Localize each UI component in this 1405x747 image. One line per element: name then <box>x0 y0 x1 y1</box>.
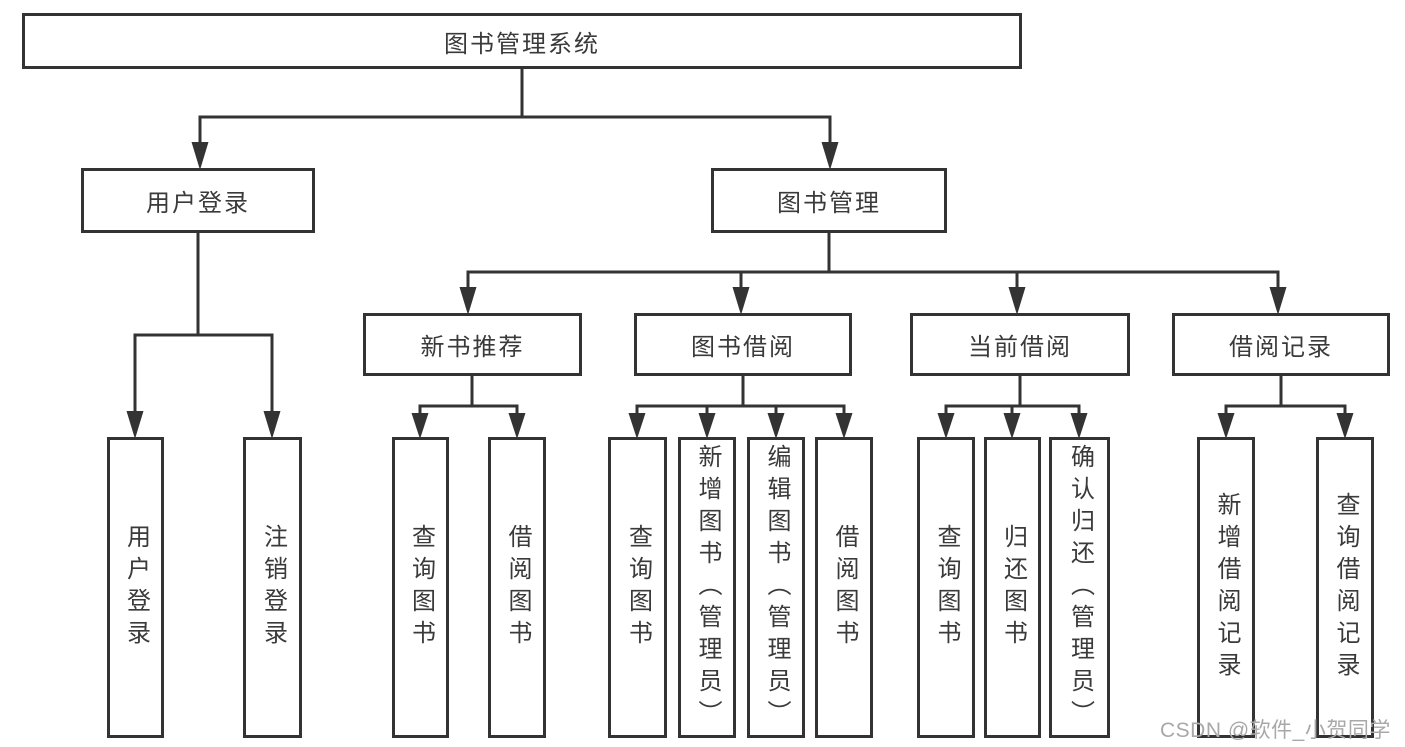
leaf-cb-return-book: 归还图书 <box>984 437 1041 738</box>
arrowhead-icon <box>937 413 955 439</box>
connector-user-login-children <box>126 230 281 439</box>
arrowhead-icon <box>698 413 716 439</box>
leaf-cb-query-book-label: 查询图书 <box>933 523 960 652</box>
connector-book-borrow-children <box>628 374 853 439</box>
leaf-br-add-record: 新增借阅记录 <box>1197 437 1255 738</box>
arrowhead-icon <box>1269 287 1287 315</box>
arrowhead-icon <box>191 142 209 170</box>
arrowhead-icon <box>508 413 526 439</box>
leaf-cb-return-book-label: 归还图书 <box>999 523 1027 652</box>
node-borrow-record: 借阅记录 <box>1172 313 1390 376</box>
arrowhead-icon <box>126 411 144 439</box>
leaf-nbr-query-book-label: 查询图书 <box>407 523 435 652</box>
arrowhead-icon <box>1070 413 1088 439</box>
arrowhead-icon <box>1003 413 1021 439</box>
leaf-bb-borrow-book-label: 借阅图书 <box>831 523 858 652</box>
arrowhead-icon <box>1217 413 1235 439</box>
leaf-cb-confirm-return-admin-label: 确认归还（管理员） <box>1066 443 1094 732</box>
node-book-borrow-label: 图书借阅 <box>691 334 795 361</box>
leaf-bb-edit-book-admin: 编辑图书（管理员） <box>747 437 805 738</box>
leaf-logout-label: 注销登录 <box>259 523 287 652</box>
leaf-bb-borrow-book: 借阅图书 <box>815 437 873 738</box>
node-book-borrow: 图书借阅 <box>634 313 852 376</box>
leaf-br-query-record-label: 查询借阅记录 <box>1332 491 1359 684</box>
leaf-nbr-borrow-book-label: 借阅图书 <box>504 523 531 652</box>
watermark: CSDN @软件_小贺同学 <box>1160 719 1391 742</box>
leaf-nbr-query-book: 查询图书 <box>392 437 449 738</box>
leaf-bb-edit-book-admin-label: 编辑图书（管理员） <box>763 443 790 732</box>
leaf-br-query-record: 查询借阅记录 <box>1316 437 1374 738</box>
node-root: 图书管理系统 <box>22 13 1022 69</box>
arrowhead-icon <box>767 413 785 439</box>
arrowhead-icon <box>459 287 477 315</box>
node-current-borrow: 当前借阅 <box>910 313 1130 376</box>
leaf-logout: 注销登录 <box>243 437 302 738</box>
leaf-bb-query-book-label: 查询图书 <box>624 523 652 652</box>
connector-borrow-record-children <box>1217 374 1354 439</box>
leaf-bb-query-book: 查询图书 <box>608 437 667 738</box>
leaf-cb-query-book: 查询图书 <box>917 437 975 738</box>
leaf-br-add-record-label: 新增借阅记录 <box>1213 491 1240 684</box>
connector-new-book-recommend-children <box>411 374 526 439</box>
leaf-cb-confirm-return-admin: 确认归还（管理员） <box>1049 437 1110 738</box>
leaf-bb-add-book-admin: 新增图书（管理员） <box>678 437 736 738</box>
arrowhead-icon <box>835 413 853 439</box>
connector-current-borrow-children <box>937 374 1088 439</box>
node-current-borrow-label: 当前借阅 <box>968 334 1072 361</box>
node-new-book-recommend: 新书推荐 <box>363 313 582 376</box>
node-book-management: 图书管理 <box>711 168 947 233</box>
node-root-label: 图书管理系统 <box>444 30 600 58</box>
leaf-user-login: 用户登录 <box>107 437 164 738</box>
node-user-login: 用户登录 <box>81 168 315 233</box>
leaf-user-login-label: 用户登录 <box>122 523 150 652</box>
leaf-bb-add-book-admin-label: 新增图书（管理员） <box>694 443 721 732</box>
node-new-book-recommend-label: 新书推荐 <box>420 334 525 361</box>
arrowhead-icon <box>263 411 281 439</box>
arrowhead-icon <box>732 287 750 315</box>
arrowhead-icon <box>821 142 839 170</box>
arrowhead-icon <box>411 413 429 439</box>
node-user-login-label: 用户登录 <box>146 190 250 217</box>
arrowhead-icon <box>1336 413 1354 439</box>
leaf-nbr-borrow-book: 借阅图书 <box>488 437 546 738</box>
arrowhead-icon <box>1008 287 1026 315</box>
connector-book-management-to-level3 <box>459 230 1287 315</box>
node-book-management-label: 图书管理 <box>777 190 881 217</box>
arrowhead-icon <box>628 413 646 439</box>
connector-root-to-level2 <box>191 66 839 170</box>
node-borrow-record-label: 借阅记录 <box>1229 334 1333 361</box>
